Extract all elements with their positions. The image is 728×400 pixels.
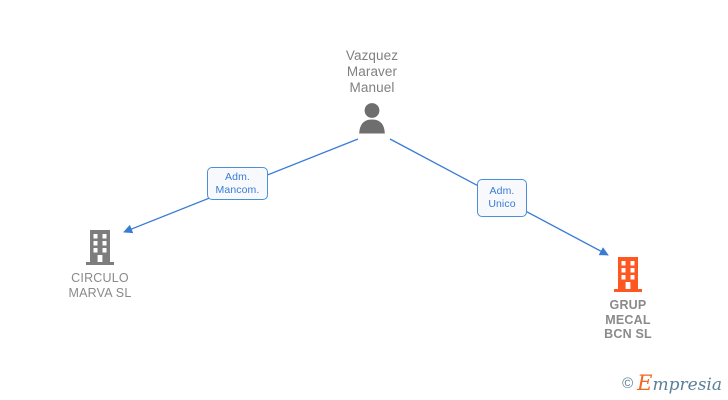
brand-initial: E	[637, 371, 653, 395]
edge-label-mancom[interactable]: Adm. Mancom.	[207, 167, 268, 200]
company-node-circulo-marva[interactable]: CIRCULO MARVA SL	[40, 228, 160, 300]
edge-label-unico[interactable]: Adm. Unico	[477, 179, 527, 217]
company-label-grup-mecal-bcn: GRUP MECAL BCN SL	[604, 298, 652, 341]
person-name-label: Vazquez Maraver Manuel	[345, 48, 399, 95]
copyright-icon: ©	[622, 375, 634, 392]
person-icon	[359, 103, 385, 134]
company-node-grup-mecal-bcn[interactable]: GRUP MECAL BCN SL	[568, 255, 688, 342]
building-icon	[614, 257, 642, 292]
person-node[interactable]: Vazquez Maraver Manuel	[312, 48, 432, 134]
brand-wordmark: Empresia	[637, 373, 722, 394]
watermark: © Empresia	[622, 373, 722, 394]
company-label-circulo-marva: CIRCULO MARVA SL	[68, 271, 132, 300]
building-icon	[86, 230, 114, 265]
brand-rest: mpresia	[652, 375, 723, 395]
